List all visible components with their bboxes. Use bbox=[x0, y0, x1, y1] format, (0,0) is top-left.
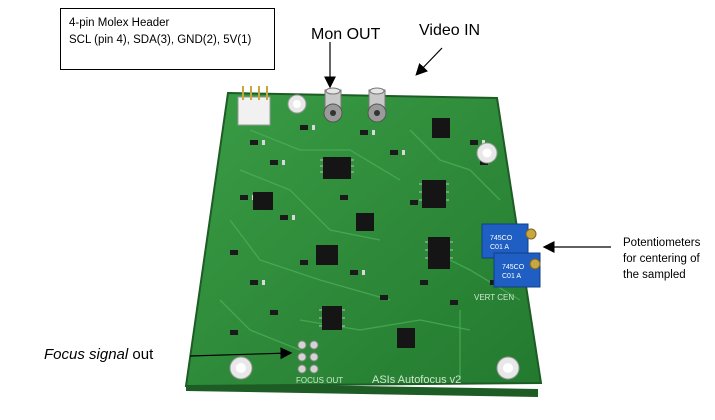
video-in-label: Video IN bbox=[419, 22, 481, 39]
focus-signal-label: Focus signal out bbox=[44, 346, 153, 363]
ic-pins bbox=[319, 159, 453, 327]
mon-out-connector bbox=[323, 87, 343, 123]
pot-label-line2: for centering of bbox=[623, 253, 700, 265]
arrow-focus-out bbox=[189, 347, 293, 360]
focus-signal-out: out bbox=[128, 346, 154, 363]
callout-title: 4-pin Molex Header bbox=[69, 17, 170, 29]
pcb-traces bbox=[219, 129, 521, 380]
pot2-code: 745CO bbox=[502, 264, 525, 271]
arrow-video-in bbox=[415, 47, 443, 76]
ic-u9 bbox=[432, 118, 450, 138]
pot1-value: C01 A bbox=[490, 244, 509, 251]
potentiometer-1: 745CO C01 A bbox=[481, 223, 537, 259]
pot-label-line1: Potentiometers bbox=[623, 237, 701, 249]
video-in-connector bbox=[367, 87, 387, 123]
mon-out-label: Mon OUT bbox=[311, 26, 381, 43]
ic-chips bbox=[253, 118, 450, 348]
potentiometer-2: 745CO C01 A bbox=[493, 252, 541, 288]
pot2-value: C01 A bbox=[502, 273, 521, 280]
molex-header-callout: 4-pin Molex Header SCL (pin 4), SDA(3), … bbox=[60, 8, 275, 70]
ic-u6 bbox=[428, 237, 450, 269]
ic-u7 bbox=[322, 306, 342, 330]
ic-u1 bbox=[323, 157, 351, 179]
mounting-holes bbox=[229, 94, 520, 380]
focus-out-pads bbox=[297, 340, 319, 374]
pcb-edge bbox=[186, 383, 538, 397]
silk-focus-out: FOCUS OUT bbox=[296, 376, 343, 385]
ic-u8 bbox=[397, 328, 415, 348]
ic-u2 bbox=[253, 192, 273, 210]
ic-u4 bbox=[356, 213, 374, 231]
silk-vert-cen: VERT CEN bbox=[474, 293, 514, 302]
pot-label-line3: the sampled bbox=[623, 269, 686, 281]
focus-signal-italic: Focus signal bbox=[44, 346, 129, 363]
ic-u3 bbox=[422, 180, 446, 208]
potentiometer-label: Potentiometers for centering of the samp… bbox=[623, 235, 715, 283]
pot1-code: 745CO bbox=[490, 235, 513, 242]
ic-u5 bbox=[316, 245, 338, 265]
callout-pinout: SCL (pin 4), SDA(3), GND(2), 5V(1) bbox=[69, 34, 252, 46]
silk-board-title: ASIs Autofocus v2 bbox=[372, 374, 461, 386]
molex-header bbox=[237, 86, 271, 126]
